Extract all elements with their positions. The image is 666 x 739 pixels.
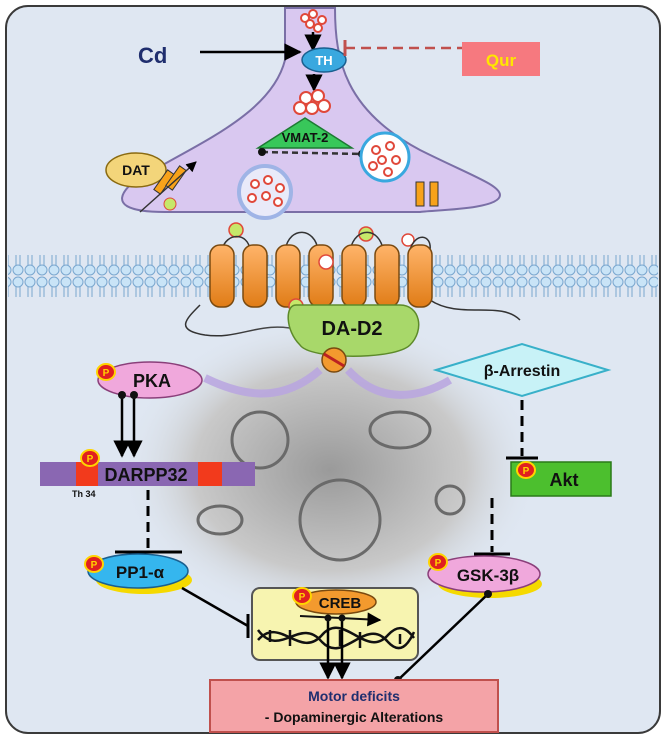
pka-label: PKA	[133, 371, 171, 391]
gsk3b-node	[427, 555, 541, 593]
arrow-receptor-to-arrestin	[345, 367, 453, 399]
darpp32-label: DARPP32	[104, 465, 187, 485]
akt-phospho: P	[516, 461, 536, 479]
intracellular-micrograph	[120, 315, 540, 625]
pp1a-phospho: P	[84, 555, 104, 573]
release-channel	[415, 181, 439, 207]
qur-box	[462, 42, 540, 76]
d2-receptor-helices	[209, 244, 433, 314]
arrow-receptor-to-pka	[203, 366, 323, 398]
dat-transporter	[105, 152, 167, 188]
pp1a-to-creb-inhibition	[181, 586, 249, 628]
synaptic-vesicle-left	[237, 164, 293, 220]
synaptic-vesicle-right	[359, 131, 411, 183]
organelles	[196, 410, 466, 562]
vmat2-dash	[261, 150, 363, 156]
darpp32-red-left	[76, 462, 98, 486]
th34-label: Th 34	[72, 489, 96, 499]
darpp32-red-right	[198, 462, 222, 486]
vmat2-label: VMAT-2	[282, 130, 329, 145]
darpp32-phospho: P	[80, 449, 100, 467]
outcome-box	[209, 679, 499, 733]
da-d2-body	[287, 304, 420, 357]
outcome-line-1: Motor deficits	[308, 688, 400, 704]
dat-channel	[139, 161, 197, 213]
creb-phospho: P	[292, 587, 312, 605]
pka-node	[97, 361, 203, 399]
th-label: TH	[315, 53, 332, 68]
dat-label: DAT	[122, 162, 150, 178]
dna-helix	[256, 626, 416, 650]
svg-text:P: P	[103, 368, 110, 379]
akt-label: Akt	[549, 470, 578, 490]
gsk3b-label: GSK-3β	[457, 566, 519, 585]
beta-arrestin-label: β-Arrestin	[484, 363, 560, 380]
th-enzyme	[301, 47, 347, 73]
dopamine-synthesis-cluster	[300, 9, 327, 33]
svg-text:P: P	[87, 454, 94, 465]
outcome-line-2: - Dopaminergic Alterations	[265, 709, 444, 725]
gsk3b-to-outcome-line	[397, 593, 489, 681]
svg-text:P: P	[91, 560, 98, 571]
pka-phospho: P	[96, 363, 116, 381]
vmat2-transporter	[255, 117, 355, 149]
dopamine-cluster	[293, 89, 331, 115]
beta-arrestin-node	[432, 342, 612, 398]
svg-text:P: P	[435, 558, 442, 569]
cd-label: Cd	[138, 43, 167, 68]
gsk3b-phospho: P	[428, 553, 448, 571]
svg-text:P: P	[523, 466, 530, 477]
receptor-loops	[184, 231, 521, 337]
qur-label: Qur	[486, 51, 517, 70]
da-d2-label: DA-D2	[321, 318, 382, 340]
pp1a-label: PP1-α	[116, 563, 165, 582]
svg-text:P: P	[299, 592, 306, 603]
creb-label: CREB	[319, 595, 362, 612]
released-dopamine	[228, 222, 415, 247]
